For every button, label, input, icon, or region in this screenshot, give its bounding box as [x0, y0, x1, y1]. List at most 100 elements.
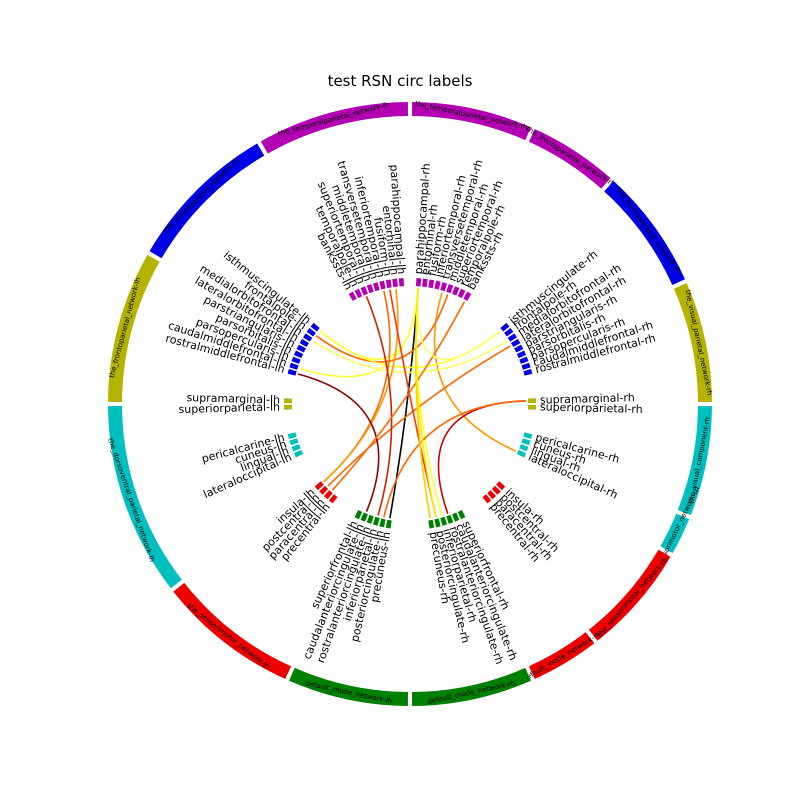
connection-edge — [415, 288, 437, 518]
node-marker — [385, 519, 392, 529]
node-marker — [398, 278, 405, 287]
node-marker — [284, 404, 293, 410]
node-marker — [392, 278, 398, 288]
node-marker — [504, 327, 514, 337]
node-marker — [310, 322, 320, 332]
node-marker — [287, 432, 297, 439]
connection-edge — [416, 288, 501, 360]
node-label: supramarginal-rh — [540, 391, 635, 406]
node-marker — [487, 490, 497, 500]
connection-edge — [299, 288, 419, 378]
ring-segment — [528, 128, 611, 189]
connection-edge — [383, 400, 526, 518]
ring-segment-label: the_frontoparietal_network-lh — [162, 156, 241, 235]
node-marker — [366, 514, 374, 524]
node-marker — [385, 279, 392, 289]
node-marker — [521, 438, 531, 446]
node-marker — [521, 362, 531, 370]
ring-segment — [260, 102, 408, 154]
connection-edge — [331, 301, 466, 491]
ring-segment — [673, 283, 712, 402]
node-marker — [523, 432, 533, 439]
ring-segment — [412, 102, 531, 141]
node-marker — [446, 514, 454, 524]
node-marker — [323, 490, 333, 500]
node-marker — [457, 509, 466, 520]
node-marker — [440, 516, 448, 526]
node-marker — [291, 356, 301, 364]
ring-segment — [588, 549, 671, 641]
node-marker — [446, 284, 454, 294]
node-marker — [289, 362, 299, 370]
ring-segment — [108, 254, 160, 402]
node-label: superiorparietal-lh — [178, 400, 280, 416]
node-marker — [366, 284, 374, 294]
node-marker — [482, 494, 492, 504]
ring-segment — [289, 667, 408, 706]
ring-segment-label: the_dorsoventral_parietal_network-lh — [106, 437, 156, 563]
connection-edges — [297, 288, 526, 519]
node-marker — [507, 333, 517, 342]
node-label: superiorparietal-rh — [540, 400, 643, 416]
node-marker — [379, 518, 386, 528]
node-marker — [428, 279, 435, 289]
node-marker — [523, 369, 533, 376]
node-marker — [519, 356, 529, 364]
node-marker — [527, 398, 536, 404]
node-marker — [306, 327, 316, 337]
ring-segment-label: the_frontoparietal_network-rh — [615, 186, 683, 275]
ring-segment — [677, 406, 712, 516]
node-marker — [500, 322, 510, 332]
ring-segment — [108, 406, 182, 589]
connection-edge — [365, 296, 393, 516]
node-marker — [360, 286, 368, 296]
ring-segment-label: the_frontoparietal_network-lh — [108, 277, 143, 379]
node-marker — [452, 286, 460, 296]
node-marker — [516, 449, 527, 458]
ring-segment — [149, 143, 265, 259]
node-marker — [303, 333, 313, 342]
node-marker — [360, 512, 368, 522]
node-marker — [354, 288, 363, 299]
connection-edge — [327, 345, 511, 487]
node-marker — [415, 278, 422, 287]
node-label: supramarginal-lh — [186, 391, 280, 406]
node-marker — [511, 338, 521, 347]
node-marker — [434, 280, 441, 290]
node-marker — [296, 344, 306, 353]
ring-segment-label: the_sensorimotor_network-lh — [186, 602, 271, 671]
node-marker — [428, 519, 435, 529]
connection-edge — [433, 292, 517, 452]
node-marker — [299, 338, 309, 347]
node-marker — [289, 438, 299, 446]
node-marker — [440, 282, 448, 292]
node-marker — [496, 481, 506, 491]
ring-segment-label: the_temporalparietal_network-lh — [277, 100, 390, 137]
node-marker — [491, 485, 501, 495]
connection-edge — [323, 288, 399, 483]
node-marker — [293, 449, 304, 458]
connection-edge — [297, 373, 380, 512]
ring-segment-label: the_frontoparietal_network-rh — [525, 125, 617, 189]
node-marker — [457, 288, 466, 299]
connection-edge — [312, 340, 508, 374]
node-marker — [463, 291, 472, 301]
node-marker — [319, 485, 329, 495]
node-marker — [452, 512, 460, 522]
connection-edge — [315, 294, 449, 363]
node-marker — [519, 444, 529, 452]
connection-edge — [323, 290, 391, 483]
node-labels: parahippocampal-rhentorhinal-rhfusiform-… — [164, 158, 657, 666]
node-marker — [516, 350, 527, 359]
ring-segment — [660, 513, 690, 554]
node-marker — [422, 278, 428, 288]
node-marker — [372, 516, 380, 526]
node-marker — [527, 404, 536, 410]
node-marker — [287, 369, 297, 376]
node-marker — [514, 344, 524, 353]
ring-segment-label: the_sensorimotor_network-rh — [596, 556, 669, 639]
ring-segment-label: default_mode_network-rh — [521, 630, 602, 683]
node-marker — [328, 494, 338, 504]
ring-segment — [528, 632, 595, 680]
